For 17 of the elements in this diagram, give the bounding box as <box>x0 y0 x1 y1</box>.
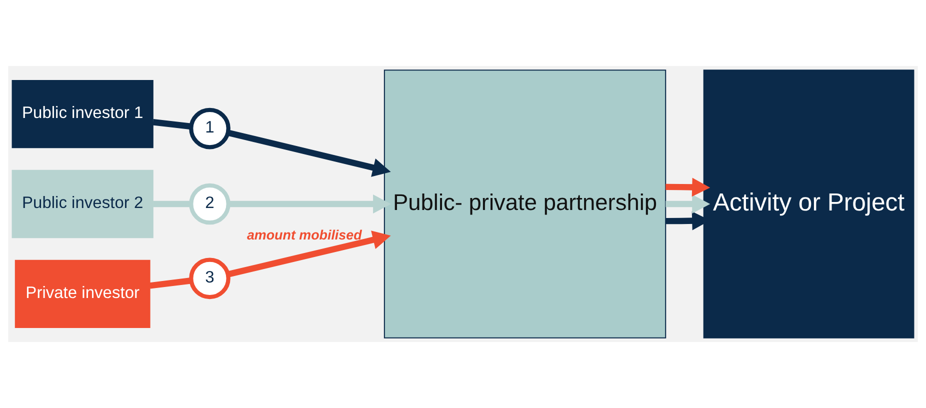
connector <box>152 119 192 130</box>
edge-label: amount mobilised <box>246 228 362 243</box>
connector <box>149 278 192 289</box>
node-box: Public- private partnership <box>384 70 666 338</box>
arrow <box>666 178 710 197</box>
node-box: Activity or Project <box>703 70 914 338</box>
arrow <box>227 230 391 278</box>
connector <box>153 200 191 208</box>
arrow <box>227 130 391 177</box>
node-circle: 3 <box>189 258 230 300</box>
arrow <box>228 194 392 214</box>
node-box: Public investor 2 <box>12 170 154 238</box>
node-circle: 2 <box>189 183 230 225</box>
arrow <box>666 194 710 214</box>
node-circle: 1 <box>189 108 230 150</box>
node-box: Public investor 1 <box>12 80 154 148</box>
node-box: Private investor <box>14 260 150 328</box>
